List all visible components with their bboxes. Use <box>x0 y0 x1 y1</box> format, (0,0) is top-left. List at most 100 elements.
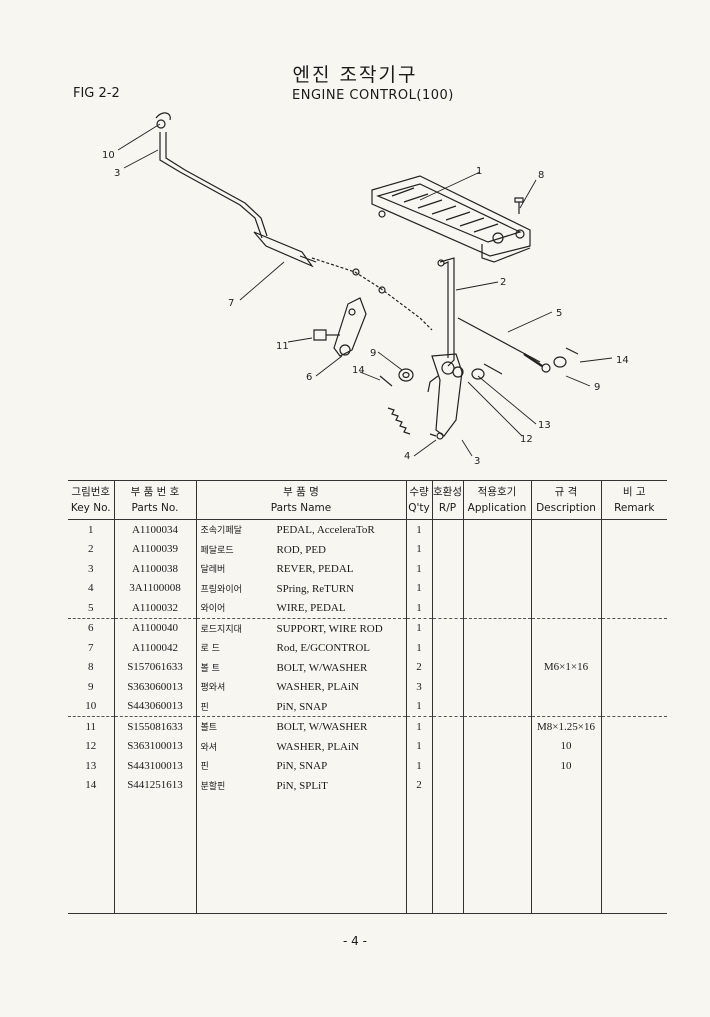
rp-cell <box>431 696 463 717</box>
rp-cell <box>431 716 463 737</box>
control-rod-drawing <box>159 132 263 239</box>
parts-name-korean: 페달로드 <box>200 545 234 556</box>
callout-14-right: 14 <box>616 355 629 366</box>
empty-cell <box>530 795 601 914</box>
qty-cell: 2 <box>405 657 432 677</box>
key-no-cell: 10 <box>68 696 114 717</box>
rp-cell <box>431 578 463 598</box>
parts-name-cell: 조속기페달 PEDAL, AcceleraToR <box>195 519 406 540</box>
parts-name-korean: 로 드 <box>200 644 220 655</box>
application-cell <box>462 736 531 756</box>
rp-cell <box>431 598 463 619</box>
key-no-cell: 1 <box>88 523 94 536</box>
callout-11: 11 <box>276 341 289 352</box>
description-cell <box>530 775 601 795</box>
parts-name-english: PiN, SNAP <box>276 700 328 713</box>
remark-cell <box>600 756 667 776</box>
parts-name-english: PiN, SPLiT <box>276 779 328 792</box>
key-no-cell: 12 <box>85 740 97 753</box>
rp-cell <box>431 638 463 658</box>
parts-name-korean: 와셔 <box>200 742 218 753</box>
parts-no-cell: S363060013 <box>113 677 196 697</box>
rp-cell <box>431 657 463 677</box>
application-cell <box>462 775 531 795</box>
parts-no-cell: S441251613 <box>113 775 196 795</box>
rp-cell <box>431 539 463 559</box>
rp-cell <box>431 677 463 697</box>
parts-no-cell: A1100039 <box>113 539 196 559</box>
empty-cell <box>462 795 531 914</box>
rp-cell <box>431 775 463 795</box>
remark-cell <box>600 598 667 619</box>
key-no-cell: 11 <box>85 720 97 733</box>
page-title-korean: 엔진 조작기구 <box>292 64 418 86</box>
parts-name-english: BOLT, W/WASHER <box>276 721 368 734</box>
rp-cell <box>431 559 463 579</box>
description-cell <box>530 578 601 598</box>
parts-name-korean: 달레버 <box>200 565 226 576</box>
parts-no-cell: S363100013 <box>113 736 196 756</box>
table-empty-space <box>68 795 667 914</box>
application-cell <box>462 539 531 559</box>
parts-name-korean: 와이어 <box>200 604 226 615</box>
empty-cell <box>405 795 432 914</box>
parts-no-cell: S443100013 <box>113 756 196 776</box>
key-no-cell: 2 <box>88 543 94 556</box>
remark-cell <box>600 657 667 677</box>
remark-cell <box>600 696 667 717</box>
callout-3: 3 <box>474 456 480 467</box>
parts-no-cell: S157061633 <box>113 657 196 677</box>
qty-cell: 1 <box>405 716 432 737</box>
table-row: 1 A1100034 조속기페달 PEDAL, AcceleraToR 1 <box>68 519 667 540</box>
application-cell <box>462 696 531 717</box>
parts-name-korean: 조속기페달 <box>200 526 242 537</box>
callout-10: 10 <box>102 150 115 161</box>
description-cell <box>530 539 601 559</box>
remark-cell <box>600 618 667 638</box>
parts-no-cell: A1100038 <box>113 559 196 579</box>
remark-cell <box>600 775 667 795</box>
key-no-cell: 8 <box>88 661 94 674</box>
parts-name-korean: 로드지지대 <box>200 624 242 635</box>
parts-name-english: BOLT, W/WASHER <box>276 661 368 674</box>
parts-name-english: PEDAL, AcceleraToR <box>276 524 375 537</box>
rp-cell <box>431 519 463 540</box>
parts-name-korean: 볼트 <box>200 723 218 734</box>
key-no-cell: 13 <box>85 759 97 772</box>
callout-12: 12 <box>520 434 533 445</box>
parts-name-english: ROD, PED <box>276 543 327 556</box>
qty-cell: 2 <box>405 775 432 795</box>
parts-no-cell: A1100040 <box>113 618 196 638</box>
figure-label: FIG 2-2 <box>73 86 120 101</box>
remark-cell <box>600 677 667 697</box>
description-cell: M6×1×16 <box>530 657 601 677</box>
qty-cell: 1 <box>405 618 432 638</box>
remark-cell <box>600 716 667 737</box>
qty-cell: 1 <box>405 519 432 540</box>
application-cell <box>462 756 531 776</box>
parts-name-korean: 핀 <box>200 702 209 713</box>
qty-cell: 1 <box>405 559 432 579</box>
parts-no-cell: S443060013 <box>113 696 196 717</box>
parts-no-cell: A1100034 <box>113 519 196 540</box>
qty-cell: 1 <box>405 598 432 619</box>
parts-no-cell: A1100032 <box>113 598 196 619</box>
remark-cell <box>600 519 667 540</box>
callout-1: 1 <box>476 166 482 177</box>
application-cell <box>462 559 531 579</box>
lever-drawing <box>427 353 464 437</box>
